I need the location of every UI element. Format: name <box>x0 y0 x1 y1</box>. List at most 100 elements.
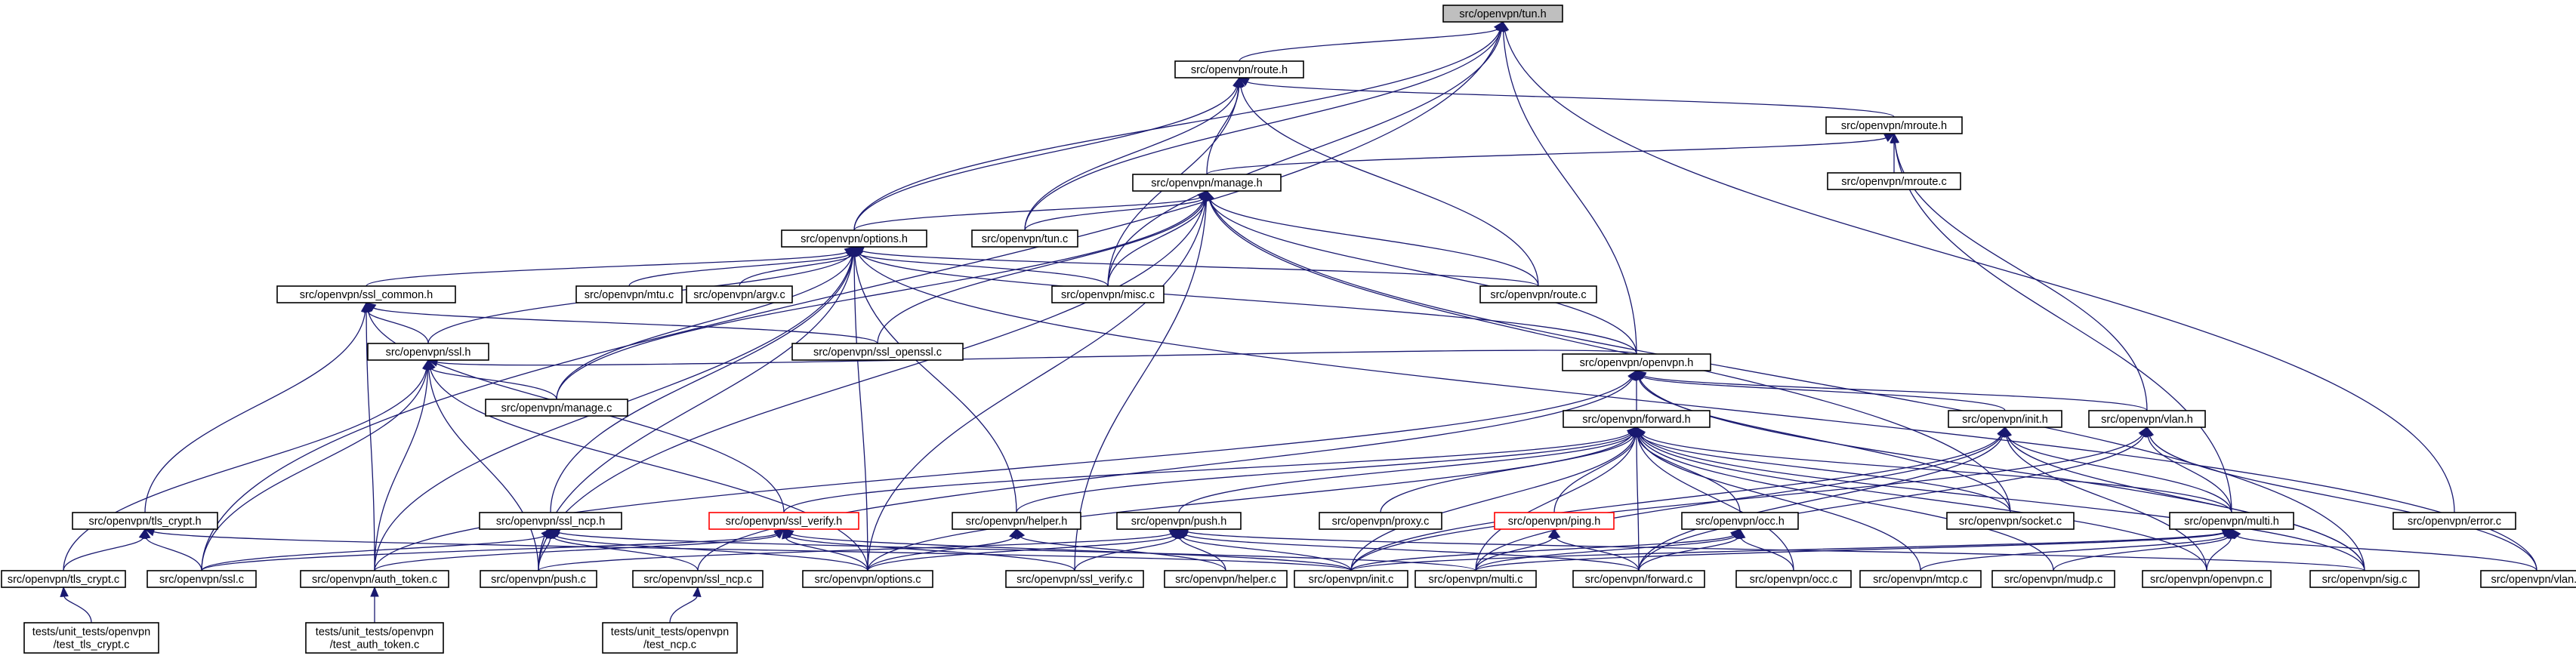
node-label: src/openvpn/multi.c <box>1429 574 1523 586</box>
node-openvpn-c[interactable]: src/openvpn/openvpn.c <box>2142 570 2272 588</box>
node-test-tls-crypt-c[interactable]: tests/unit_tests/openvpn/test_tls_crypt.… <box>23 622 159 654</box>
dependency-edge <box>628 245 855 287</box>
node-mtu-c[interactable]: src/openvpn/mtu.c <box>575 285 683 303</box>
dependency-edge <box>867 528 1017 571</box>
edge-line <box>201 368 428 571</box>
node-vlan-c[interactable]: src/openvpn/vlan.c <box>2480 570 2576 588</box>
node-box <box>2392 512 2516 530</box>
node-mudp-c[interactable]: src/openvpn/mudp.c <box>1991 570 2115 588</box>
edge-line <box>1640 435 2207 571</box>
edge-line <box>1475 532 2224 571</box>
dependency-edge <box>374 369 1637 571</box>
node-argv-c[interactable]: src/openvpn/argv.c <box>686 285 793 303</box>
edge-line <box>1209 199 1539 287</box>
edge-line <box>1107 199 1207 287</box>
dependency-edge <box>853 76 1242 231</box>
node-box <box>479 512 622 530</box>
node-forward-h[interactable]: src/openvpn/forward.h <box>1563 410 1711 428</box>
node-label: src/openvpn/ping.h <box>1508 516 1601 528</box>
node-tun-h[interactable]: src/openvpn/tun.h <box>1442 5 1563 23</box>
dependency-edge <box>1636 426 2365 571</box>
node-push-c[interactable]: src/openvpn/push.c <box>480 570 597 588</box>
node-ssl-common-h[interactable]: src/openvpn/ssl_common.h <box>276 285 456 303</box>
node-forward-c[interactable]: src/openvpn/forward.c <box>1572 570 1705 588</box>
node-socket-c[interactable]: src/openvpn/socket.c <box>1946 512 2075 530</box>
node-ping-h[interactable]: src/openvpn/ping.h <box>1494 512 1615 530</box>
node-error-c[interactable]: src/openvpn/error.c <box>2392 512 2516 530</box>
node-init-h[interactable]: src/openvpn/init.h <box>1948 410 2062 428</box>
arrowhead <box>362 301 371 313</box>
node-options-h[interactable]: src/openvpn/options.h <box>781 229 927 248</box>
node-multi-h[interactable]: src/openvpn/multi.h <box>2169 512 2294 530</box>
node-label: src/openvpn/auth_token.c <box>312 574 437 586</box>
node-ssl-verify-h[interactable]: src/openvpn/ssl_verify.h <box>708 512 859 530</box>
node-sig-c[interactable]: src/openvpn/sig.c <box>2309 570 2420 588</box>
node-options-c[interactable]: src/openvpn/options.c <box>802 570 933 588</box>
edge-line <box>201 533 777 571</box>
edge-line <box>1024 30 1501 231</box>
dependency-edge <box>201 528 785 571</box>
node-test-ncp-c[interactable]: tests/unit_tests/openvpn/test_ncp.c <box>602 622 738 654</box>
dependency-edge <box>201 359 432 571</box>
edge-line <box>2006 436 2207 571</box>
node-proxy-c[interactable]: src/openvpn/proxy.c <box>1319 512 1442 530</box>
node-helper-c[interactable]: src/openvpn/helper.c <box>1164 570 1288 588</box>
edge-line <box>1741 537 1794 571</box>
node-helper-h[interactable]: src/openvpn/helper.h <box>952 512 1081 530</box>
node-ssl-c[interactable]: src/openvpn/ssl.c <box>147 570 257 588</box>
dependency-edge <box>853 245 2537 571</box>
edge-line <box>854 255 1017 513</box>
node-label: src/openvpn/tls_crypt.c <box>8 574 119 586</box>
node-occ-h[interactable]: src/openvpn/occ.h <box>1681 512 1799 530</box>
node-test-auth-token-c[interactable]: tests/unit_tests/openvpn/test_auth_token… <box>305 622 444 654</box>
dependency-edge <box>550 528 868 571</box>
node-route-h[interactable]: src/openvpn/route.h <box>1174 60 1304 79</box>
dependency-edge <box>362 301 375 571</box>
node-ssl-openssl-c[interactable]: src/openvpn/ssl_openssl.c <box>791 343 964 361</box>
arrowhead <box>773 528 785 538</box>
node-multi-c[interactable]: src/openvpn/multi.c <box>1414 570 1537 588</box>
dependency-edge <box>144 301 370 513</box>
node-init-c[interactable]: src/openvpn/init.c <box>1294 570 1408 588</box>
edge-line <box>739 254 852 287</box>
node-box <box>1116 512 1242 530</box>
node-mtcp-c[interactable]: src/openvpn/mtcp.c <box>1859 570 1982 588</box>
node-manage-c[interactable]: src/openvpn/manage.c <box>485 399 628 417</box>
node-label: src/openvpn/mroute.h <box>1841 120 1947 132</box>
node-label: src/openvpn/occ.h <box>1695 516 1785 528</box>
node-auth-token-c[interactable]: src/openvpn/auth_token.c <box>300 570 449 588</box>
dependency-edge <box>697 369 1637 571</box>
edge-line <box>783 433 1630 513</box>
node-tls-crypt-h[interactable]: src/openvpn/tls_crypt.h <box>72 512 218 530</box>
node-ssl-ncp-h[interactable]: src/openvpn/ssl_ncp.h <box>479 512 622 530</box>
node-label: src/openvpn/argv.c <box>693 289 785 301</box>
node-ssl-h[interactable]: src/openvpn/ssl.h <box>367 343 489 361</box>
node-misc-c[interactable]: src/openvpn/misc.c <box>1051 285 1165 303</box>
node-ssl-verify-c[interactable]: src/openvpn/ssl_verify.c <box>1005 570 1144 588</box>
edge-line <box>1187 531 2365 571</box>
arrowhead <box>1496 20 1505 32</box>
node-mroute-h[interactable]: src/openvpn/mroute.h <box>1825 116 1963 134</box>
edge-line <box>1107 30 1502 287</box>
dependency-edge <box>143 528 1352 571</box>
node-box <box>632 570 764 588</box>
node-tun-c[interactable]: src/openvpn/tun.c <box>971 229 1078 248</box>
arrowhead <box>2231 528 2241 540</box>
node-vlan-h[interactable]: src/openvpn/vlan.h <box>2088 410 2206 428</box>
edge-line <box>1639 436 2054 571</box>
edge-line <box>63 596 92 624</box>
node-openvpn-h[interactable]: src/openvpn/openvpn.h <box>1562 353 1711 371</box>
node-push-h[interactable]: src/openvpn/push.h <box>1116 512 1242 530</box>
node-occ-c[interactable]: src/openvpn/occ.c <box>1735 570 1852 588</box>
dependency-edge <box>1178 528 1352 571</box>
node-box <box>802 570 933 588</box>
dependency-edge <box>366 246 856 287</box>
node-manage-h[interactable]: src/openvpn/manage.h <box>1132 174 1282 192</box>
node-tls-crypt-c[interactable]: src/openvpn/tls_crypt.c <box>1 570 126 588</box>
node-label: src/openvpn/ssl_verify.c <box>1017 574 1133 586</box>
node-route-c[interactable]: src/openvpn/route.c <box>1479 285 1597 303</box>
node-ssl-ncp-c[interactable]: src/openvpn/ssl_ncp.c <box>632 570 764 588</box>
edge-line <box>859 253 1637 355</box>
node-mroute-c[interactable]: src/openvpn/mroute.c <box>1827 172 1961 190</box>
edge-line <box>1239 29 1498 62</box>
